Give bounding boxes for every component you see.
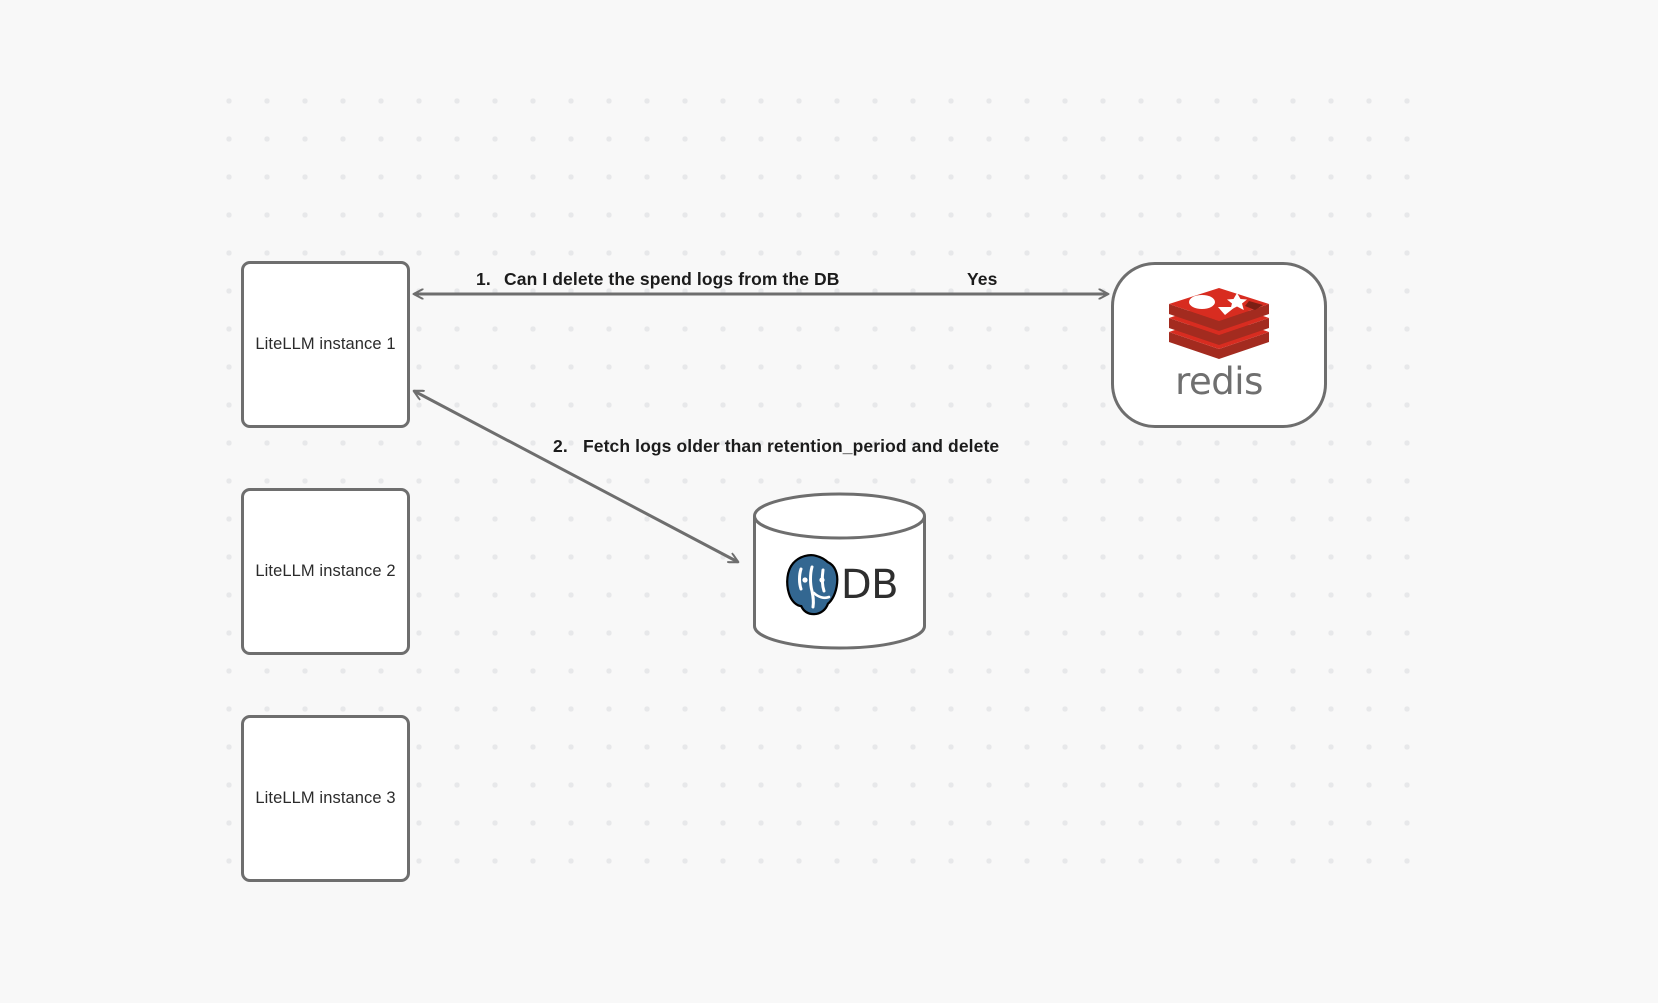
edge-2-label: Fetch logs older than retention_period a…: [583, 436, 1000, 456]
postgresql-elephant-icon: [785, 554, 839, 616]
node-litellm-instance-2-label: LiteLLM instance 2: [255, 561, 396, 580]
edge-1-label: Can I delete the spend logs from the DB: [504, 269, 840, 289]
redis-wordmark: redis: [1175, 359, 1263, 403]
node-litellm-instance-3[interactable]: LiteLLM instance 3: [241, 715, 410, 882]
node-database[interactable]: DB: [752, 492, 927, 650]
edge-1-number: 1.: [476, 269, 491, 289]
db-label: DB: [840, 562, 899, 608]
redis-logo-icon: [1169, 287, 1269, 359]
node-litellm-instance-2[interactable]: LiteLLM instance 2: [241, 488, 410, 655]
edge-1-reply-label: Yes: [967, 269, 998, 289]
redis-logo-wrap: redis: [1165, 287, 1273, 400]
db-logo-wrap: DB: [752, 506, 927, 664]
edge-litellm1-db: [414, 389, 738, 564]
cylinder-shape: [753, 492, 926, 650]
node-litellm-instance-1-label: LiteLLM instance 1: [255, 334, 396, 353]
node-litellm-instance-1[interactable]: LiteLLM instance 1: [241, 261, 410, 428]
edge-2-number: 2.: [553, 436, 568, 456]
node-litellm-instance-3-label: LiteLLM instance 3: [255, 788, 396, 807]
node-redis[interactable]: redis: [1111, 262, 1327, 428]
